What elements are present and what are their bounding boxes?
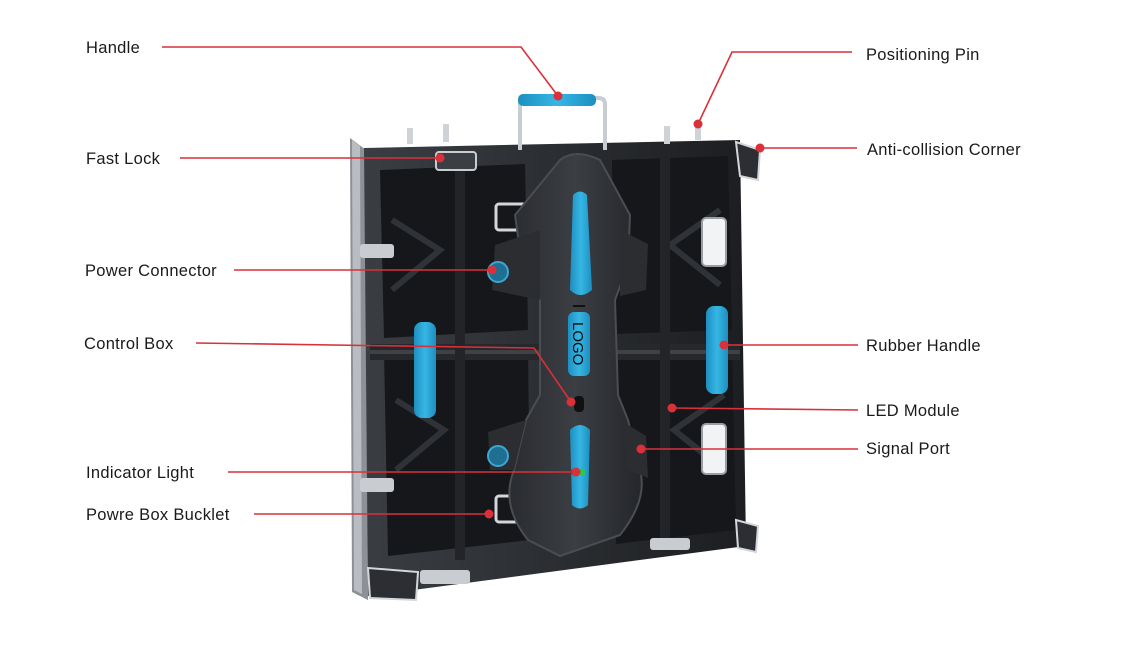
logo-text: LOGO <box>569 322 586 365</box>
callout-lines <box>162 46 859 515</box>
callout-dot-control-box <box>566 397 576 407</box>
callout-line-positioning-pin <box>697 51 852 125</box>
anti-collision-corners <box>366 140 762 602</box>
label-rubber-handle: Rubber Handle <box>866 337 981 355</box>
label-signal-port: Signal Port <box>866 440 951 458</box>
label-power-connector: Power Connector <box>85 262 217 280</box>
label-positioning-pin: Positioning Pin <box>866 46 980 64</box>
control-box: LOGO <box>487 153 648 558</box>
callout-dots <box>435 91 765 519</box>
fast-locks <box>360 151 690 584</box>
callout-dot-power-box-buckle <box>484 509 494 519</box>
callout-dot-rubber-handle <box>719 340 729 350</box>
callout-dot-positioning-pin <box>693 119 703 129</box>
callout-dot-signal-port <box>636 444 646 454</box>
callout-line-control-box <box>195 342 572 403</box>
label-control-box: Control Box <box>84 335 174 353</box>
top-handle <box>518 94 607 150</box>
callout-line-handle <box>162 46 559 97</box>
label-handle: Handle <box>86 39 141 57</box>
callout-dot-handle <box>553 91 563 101</box>
positioning-pins <box>407 122 701 144</box>
right-ports <box>701 217 727 475</box>
callout-dot-fast-lock <box>435 153 445 163</box>
callout-dot-led-module <box>667 403 677 413</box>
callout-dot-indicator-light <box>571 467 581 477</box>
label-fast-lock: Fast Lock <box>86 150 161 168</box>
callout-dot-power-connector <box>487 265 497 275</box>
label-power-box-buckle: Powre Box Bucklet <box>86 506 230 524</box>
label-led-module: LED Module <box>866 402 960 420</box>
label-anti-collision-corner: Anti-collision Corner <box>867 141 1021 159</box>
callout-line-led-module <box>671 407 859 411</box>
callout-dot-anti-collision <box>755 143 765 153</box>
label-indicator-light: Indicator Light <box>86 464 195 482</box>
